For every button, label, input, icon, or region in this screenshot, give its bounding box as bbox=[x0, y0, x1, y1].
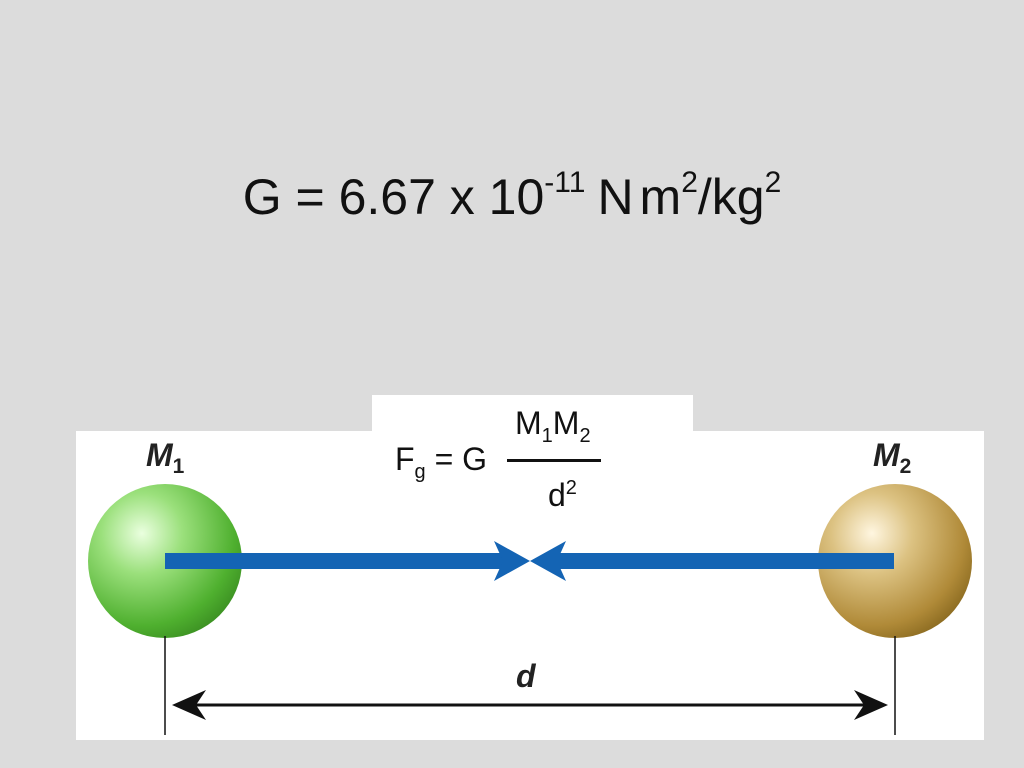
formula-force-symbol: F bbox=[395, 441, 415, 477]
formula-equals-g: = G bbox=[425, 441, 488, 477]
distance-dimension-arrow bbox=[172, 690, 888, 720]
mass-2-subscript: 2 bbox=[899, 455, 912, 478]
unit-meter: m bbox=[639, 169, 682, 225]
unit-meter-exponent: 2 bbox=[681, 166, 698, 199]
constant-exponent: -11 bbox=[544, 166, 586, 199]
mass-2-sphere bbox=[818, 484, 972, 638]
mass-2-label: M2 bbox=[873, 437, 911, 477]
unit-kilogram: /kg bbox=[697, 169, 765, 225]
mass-1-label: M1 bbox=[146, 437, 184, 477]
numerator-m2-subscript: 2 bbox=[579, 425, 591, 447]
constant-lhs: G = 6.67 x 10 bbox=[242, 169, 545, 225]
unit-kilogram-exponent: 2 bbox=[764, 166, 782, 199]
formula-force-subscript: g bbox=[414, 461, 426, 483]
fraction-bar bbox=[507, 459, 601, 462]
formula-numerator: M1M2 bbox=[515, 405, 591, 446]
mass-2-letter: M bbox=[873, 437, 900, 473]
formula-denominator: d2 bbox=[548, 477, 577, 514]
numerator-m2: M bbox=[552, 405, 580, 441]
denominator-d: d bbox=[548, 477, 566, 513]
distance-label: d bbox=[516, 658, 536, 694]
mass-1-letter: M bbox=[146, 437, 173, 473]
formula-lhs: Fg = G bbox=[395, 441, 488, 482]
denominator-exponent: 2 bbox=[565, 477, 577, 499]
force-arrow-left bbox=[165, 541, 530, 581]
force-arrow-right bbox=[530, 541, 894, 581]
numerator-m1-subscript: 1 bbox=[541, 425, 553, 447]
mass-1-subscript: 1 bbox=[172, 455, 185, 478]
unit-newton: N bbox=[597, 169, 634, 225]
numerator-m1: M bbox=[515, 405, 542, 441]
formula-panel bbox=[372, 395, 693, 435]
